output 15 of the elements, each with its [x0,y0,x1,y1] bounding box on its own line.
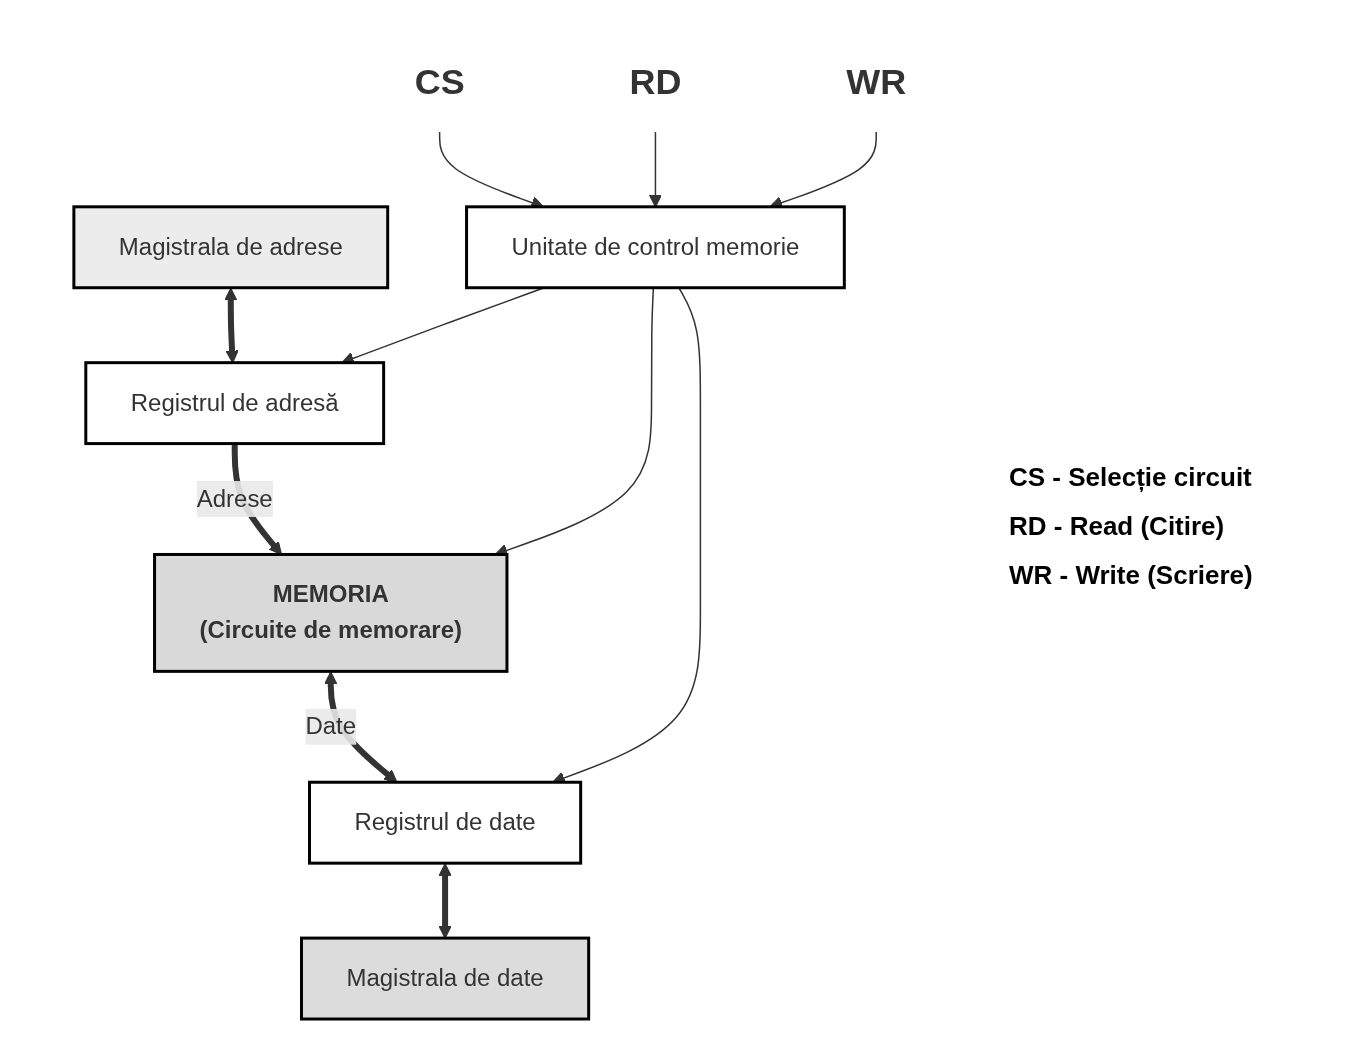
node-box: Magistrala de adrese [72,205,390,290]
arrow [438,863,452,939]
abbreviation-note: CS - Selecție circuit [1009,461,1253,493]
node-box: MEMORIA (Circuite de memorare) [153,552,509,673]
node-box: Registrul de adresă [84,361,386,446]
node-text: CS [414,61,465,102]
node-box: Unitate de control memorie [465,205,846,290]
abbreviation-note: RD - Read (Citire) [1009,510,1226,542]
abbreviation-note: WR - Write (Scriere) [1009,559,1254,591]
node-text: WR [846,61,907,102]
node-text: RD [629,61,682,102]
edge-label: Date [305,713,357,739]
node-box: Registrul de date [308,780,583,865]
edge-label: Adrese [196,485,273,512]
node-box: Magistrala de date [300,936,591,1021]
